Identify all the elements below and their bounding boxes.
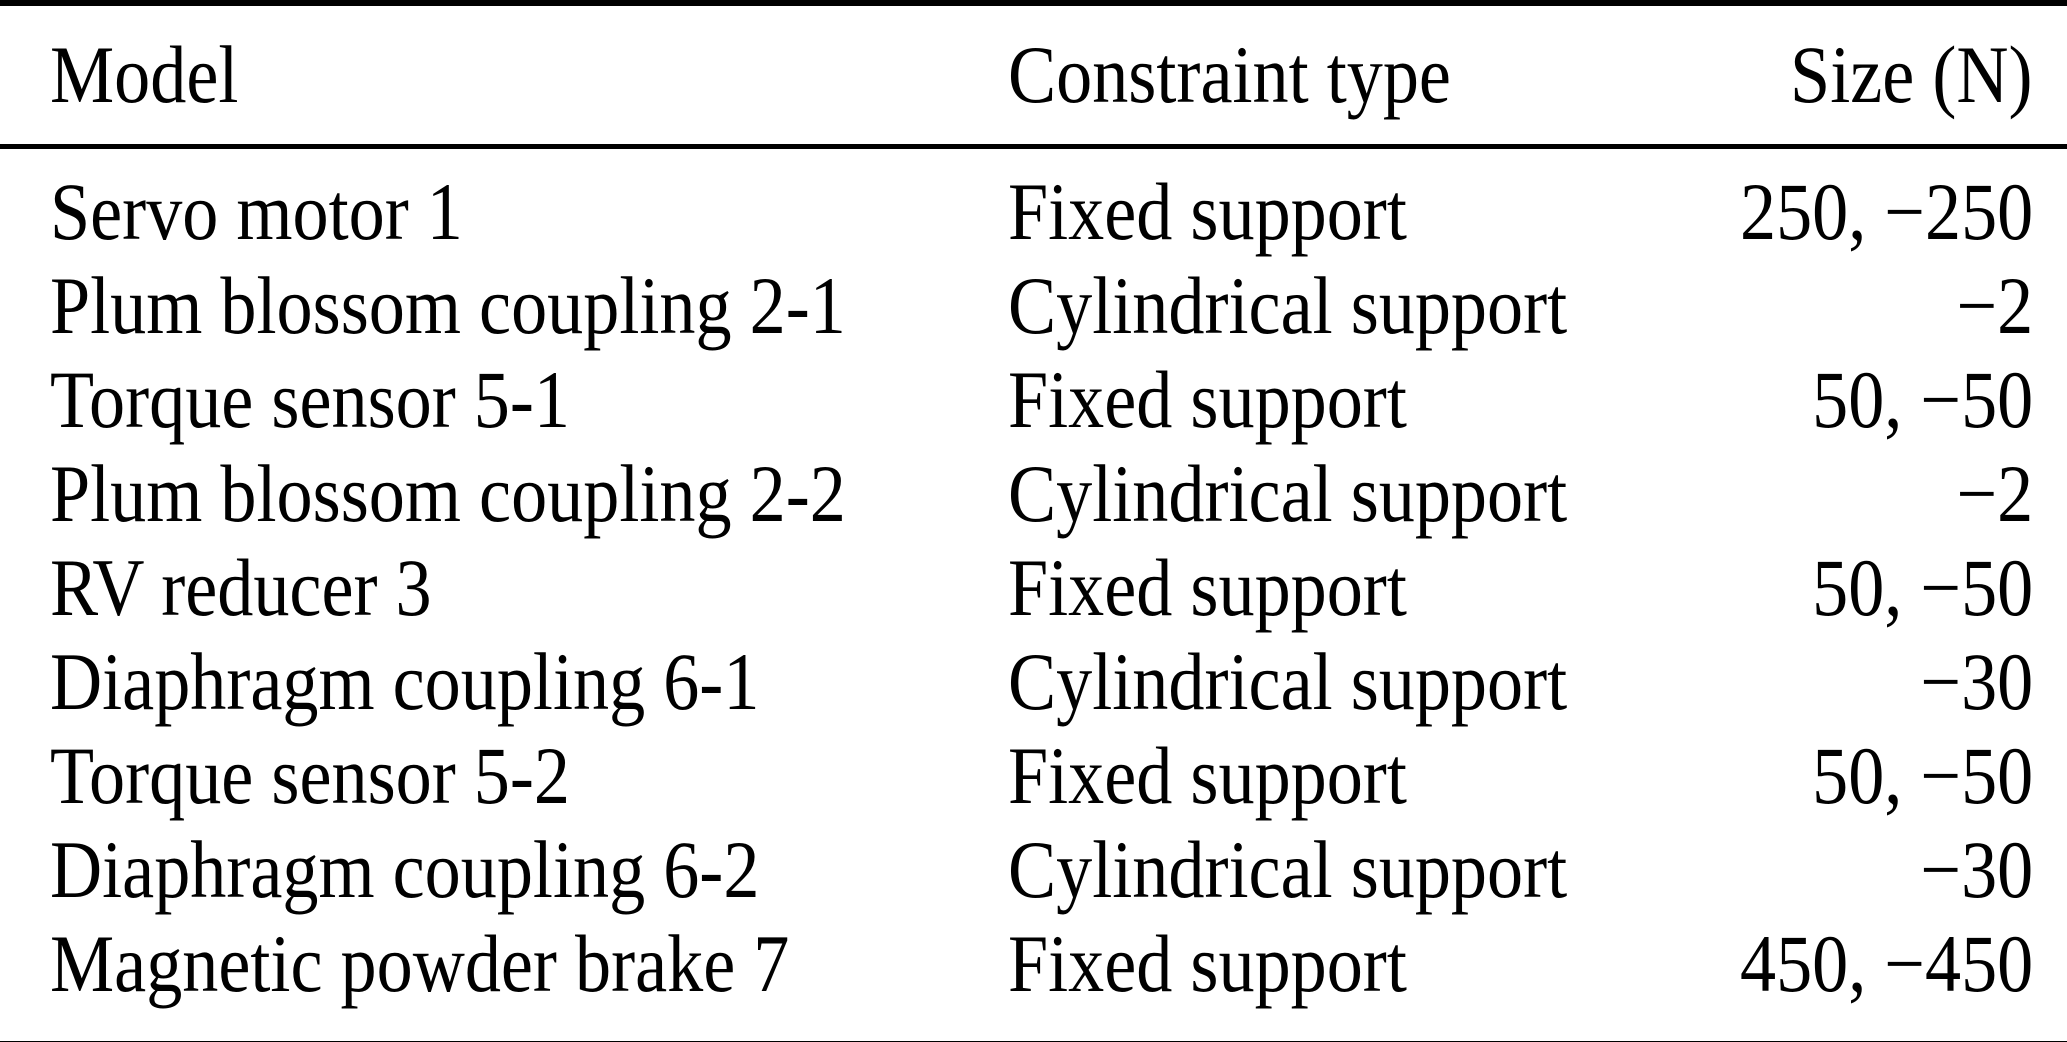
model-text: Diaphragm coupling 6-1 bbox=[50, 636, 760, 727]
cell-model: Plum blossom coupling 2-1 bbox=[0, 259, 1008, 353]
column-header-constraint-type: Constraint type bbox=[1008, 3, 1684, 149]
cell-size: 50, −50 bbox=[1684, 541, 2067, 635]
cell-size: −30 bbox=[1684, 635, 2067, 729]
table-body: Servo motor 1 Fixed support 250, −250 Pl… bbox=[0, 147, 2067, 1042]
cell-constraint: Cylindrical support bbox=[1008, 823, 1684, 917]
cell-size: −2 bbox=[1684, 259, 2067, 353]
table-row: Torque sensor 5-1 Fixed support 50, −50 bbox=[0, 353, 2067, 447]
table-row: Servo motor 1 Fixed support 250, −250 bbox=[0, 147, 2067, 260]
constraint-text: Cylindrical support bbox=[1008, 824, 1568, 915]
cell-model: Diaphragm coupling 6-2 bbox=[0, 823, 1008, 917]
cell-model: Torque sensor 5-2 bbox=[0, 729, 1008, 823]
cell-constraint: Fixed support bbox=[1008, 541, 1684, 635]
model-text: Torque sensor 5-1 bbox=[50, 354, 570, 445]
cell-model: Plum blossom coupling 2-2 bbox=[0, 447, 1008, 541]
cell-constraint: Fixed support bbox=[1008, 147, 1684, 260]
size-text: −2 bbox=[1956, 448, 2033, 539]
column-header-constraint-type-label: Constraint type bbox=[1008, 29, 1451, 120]
column-header-model-label: Model bbox=[50, 29, 239, 120]
constraint-text: Fixed support bbox=[1008, 918, 1407, 1009]
cell-constraint: Fixed support bbox=[1008, 353, 1684, 447]
table-row: Magnetic powder brake 7 Fixed support 45… bbox=[0, 917, 2067, 1042]
model-text: Plum blossom coupling 2-2 bbox=[50, 448, 846, 539]
model-text: Servo motor 1 bbox=[50, 166, 463, 257]
model-text: Diaphragm coupling 6-2 bbox=[50, 824, 760, 915]
cell-constraint: Cylindrical support bbox=[1008, 447, 1684, 541]
table-row: Torque sensor 5-2 Fixed support 50, −50 bbox=[0, 729, 2067, 823]
size-text: −2 bbox=[1956, 260, 2033, 351]
size-text: 250, −250 bbox=[1739, 166, 2033, 257]
model-text: RV reducer 3 bbox=[50, 542, 432, 633]
cell-size: −30 bbox=[1684, 823, 2067, 917]
model-text: Magnetic powder brake 7 bbox=[50, 918, 790, 1009]
cell-constraint: Fixed support bbox=[1008, 917, 1684, 1042]
model-text: Torque sensor 5-2 bbox=[50, 730, 570, 821]
cell-model: Diaphragm coupling 6-1 bbox=[0, 635, 1008, 729]
constraint-text: Cylindrical support bbox=[1008, 260, 1568, 351]
constraint-text: Cylindrical support bbox=[1008, 448, 1568, 539]
cell-size: 250, −250 bbox=[1684, 147, 2067, 260]
size-text: 50, −50 bbox=[1811, 354, 2033, 445]
column-header-model: Model bbox=[0, 3, 1008, 149]
cell-size: −2 bbox=[1684, 447, 2067, 541]
cell-model: Magnetic powder brake 7 bbox=[0, 917, 1008, 1042]
table-header: Model Constraint type Size (N) bbox=[0, 3, 2067, 149]
constraint-text: Fixed support bbox=[1008, 730, 1407, 821]
header-row: Model Constraint type Size (N) bbox=[0, 3, 2067, 149]
table-row: Plum blossom coupling 2-2 Cylindrical su… bbox=[0, 447, 2067, 541]
constraint-text: Cylindrical support bbox=[1008, 636, 1568, 727]
column-header-size: Size (N) bbox=[1684, 3, 2067, 149]
cell-model: Servo motor 1 bbox=[0, 147, 1008, 260]
size-text: −30 bbox=[1920, 824, 2033, 915]
cell-size: 50, −50 bbox=[1684, 353, 2067, 447]
column-header-size-label: Size (N) bbox=[1790, 29, 2033, 120]
cell-constraint: Fixed support bbox=[1008, 729, 1684, 823]
cell-size: 50, −50 bbox=[1684, 729, 2067, 823]
cell-model: Torque sensor 5-1 bbox=[0, 353, 1008, 447]
table-row: Diaphragm coupling 6-1 Cylindrical suppo… bbox=[0, 635, 2067, 729]
size-text: 50, −50 bbox=[1811, 730, 2033, 821]
constraint-text: Fixed support bbox=[1008, 354, 1407, 445]
table-row: Plum blossom coupling 2-1 Cylindrical su… bbox=[0, 259, 2067, 353]
constraint-text: Fixed support bbox=[1008, 542, 1407, 633]
model-text: Plum blossom coupling 2-1 bbox=[50, 260, 846, 351]
size-text: −30 bbox=[1920, 636, 2033, 727]
size-text: 50, −50 bbox=[1811, 542, 2033, 633]
table-row: Diaphragm coupling 6-2 Cylindrical suppo… bbox=[0, 823, 2067, 917]
cell-constraint: Cylindrical support bbox=[1008, 259, 1684, 353]
table-row: RV reducer 3 Fixed support 50, −50 bbox=[0, 541, 2067, 635]
cell-constraint: Cylindrical support bbox=[1008, 635, 1684, 729]
cell-model: RV reducer 3 bbox=[0, 541, 1008, 635]
constraint-text: Fixed support bbox=[1008, 166, 1407, 257]
size-text: 450, −450 bbox=[1739, 918, 2033, 1009]
cell-size: 450, −450 bbox=[1684, 917, 2067, 1042]
